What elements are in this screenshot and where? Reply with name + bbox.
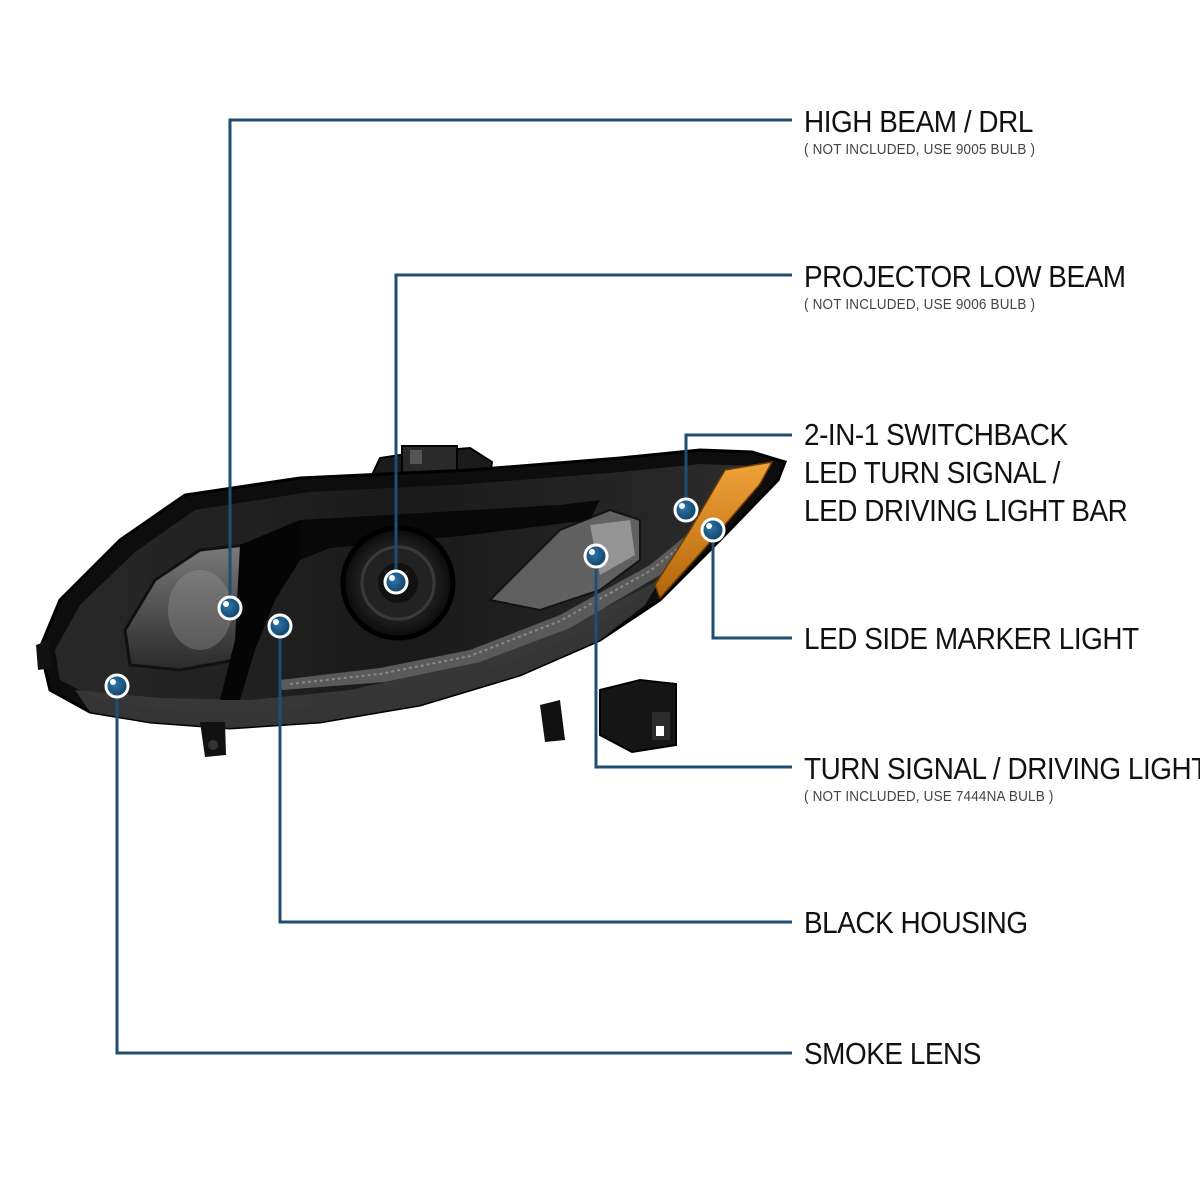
leader-smoke-lens (115, 686, 792, 1055)
lower-lens-strip (75, 580, 660, 728)
callout-note: ( NOT INCLUDED, USE 7444NA BULB ) (804, 788, 1054, 805)
dot-black-housing (267, 613, 293, 639)
leader-turn-signal (594, 556, 792, 769)
callout-line: LED DRIVING LIGHT BAR (804, 493, 1128, 528)
callout-side-marker: LED SIDE MARKER LIGHT (804, 620, 1176, 658)
mount-tab-left (36, 640, 52, 670)
callout-line: LED TURN SIGNAL / (804, 455, 1060, 490)
callout-switchback: 2-IN-1 SWITCHBACK LED TURN SIGNAL / LED … (804, 416, 1163, 530)
callout-note: ( NOT INCLUDED, USE 9006 BULB ) (804, 296, 1036, 313)
dot-projector (383, 569, 409, 595)
dot-high-beam (217, 595, 243, 621)
callout-title: HIGH BEAM / DRL (804, 104, 1033, 139)
leader-high-beam (228, 118, 792, 608)
callout-title: TURN SIGNAL / DRIVING LIGHT (804, 751, 1200, 786)
callout-black-housing: BLACK HOUSING (804, 904, 1052, 942)
mount-tab-bottom-1 (200, 722, 226, 757)
inner-bezel (220, 520, 300, 700)
callout-title: PROJECTOR LOW BEAM (804, 259, 1126, 294)
callout-title: LED SIDE MARKER LIGHT (804, 621, 1139, 656)
leader-lines (115, 118, 792, 1055)
callout-smoke-lens: SMOKE LENS (804, 1035, 1001, 1073)
dot-switchback (673, 497, 699, 523)
callout-high-beam: HIGH BEAM / DRL ( NOT INCLUDED, USE 9005… (804, 103, 1061, 159)
callout-projector-low-beam: PROJECTOR LOW BEAM ( NOT INCLUDED, USE 9… (804, 258, 1161, 314)
mount-tab-bottom-2 (540, 700, 565, 742)
leader-black-housing (278, 626, 792, 924)
callout-turn-signal: TURN SIGNAL / DRIVING LIGHT ( NOT INCLUD… (804, 750, 1200, 806)
callout-title: SMOKE LENS (804, 1036, 981, 1071)
dot-smoke-lens (104, 673, 130, 699)
leader-switchback (684, 433, 792, 510)
dot-turn-signal (583, 543, 609, 569)
callout-title: BLACK HOUSING (804, 905, 1028, 940)
callout-line: 2-IN-1 SWITCHBACK (804, 417, 1068, 452)
leader-projector (394, 273, 792, 582)
headlight-assembly (36, 445, 787, 757)
leader-side-marker (711, 530, 792, 640)
callout-note: ( NOT INCLUDED, USE 9005 BULB ) (804, 141, 1036, 158)
dot-side-marker (700, 517, 726, 543)
